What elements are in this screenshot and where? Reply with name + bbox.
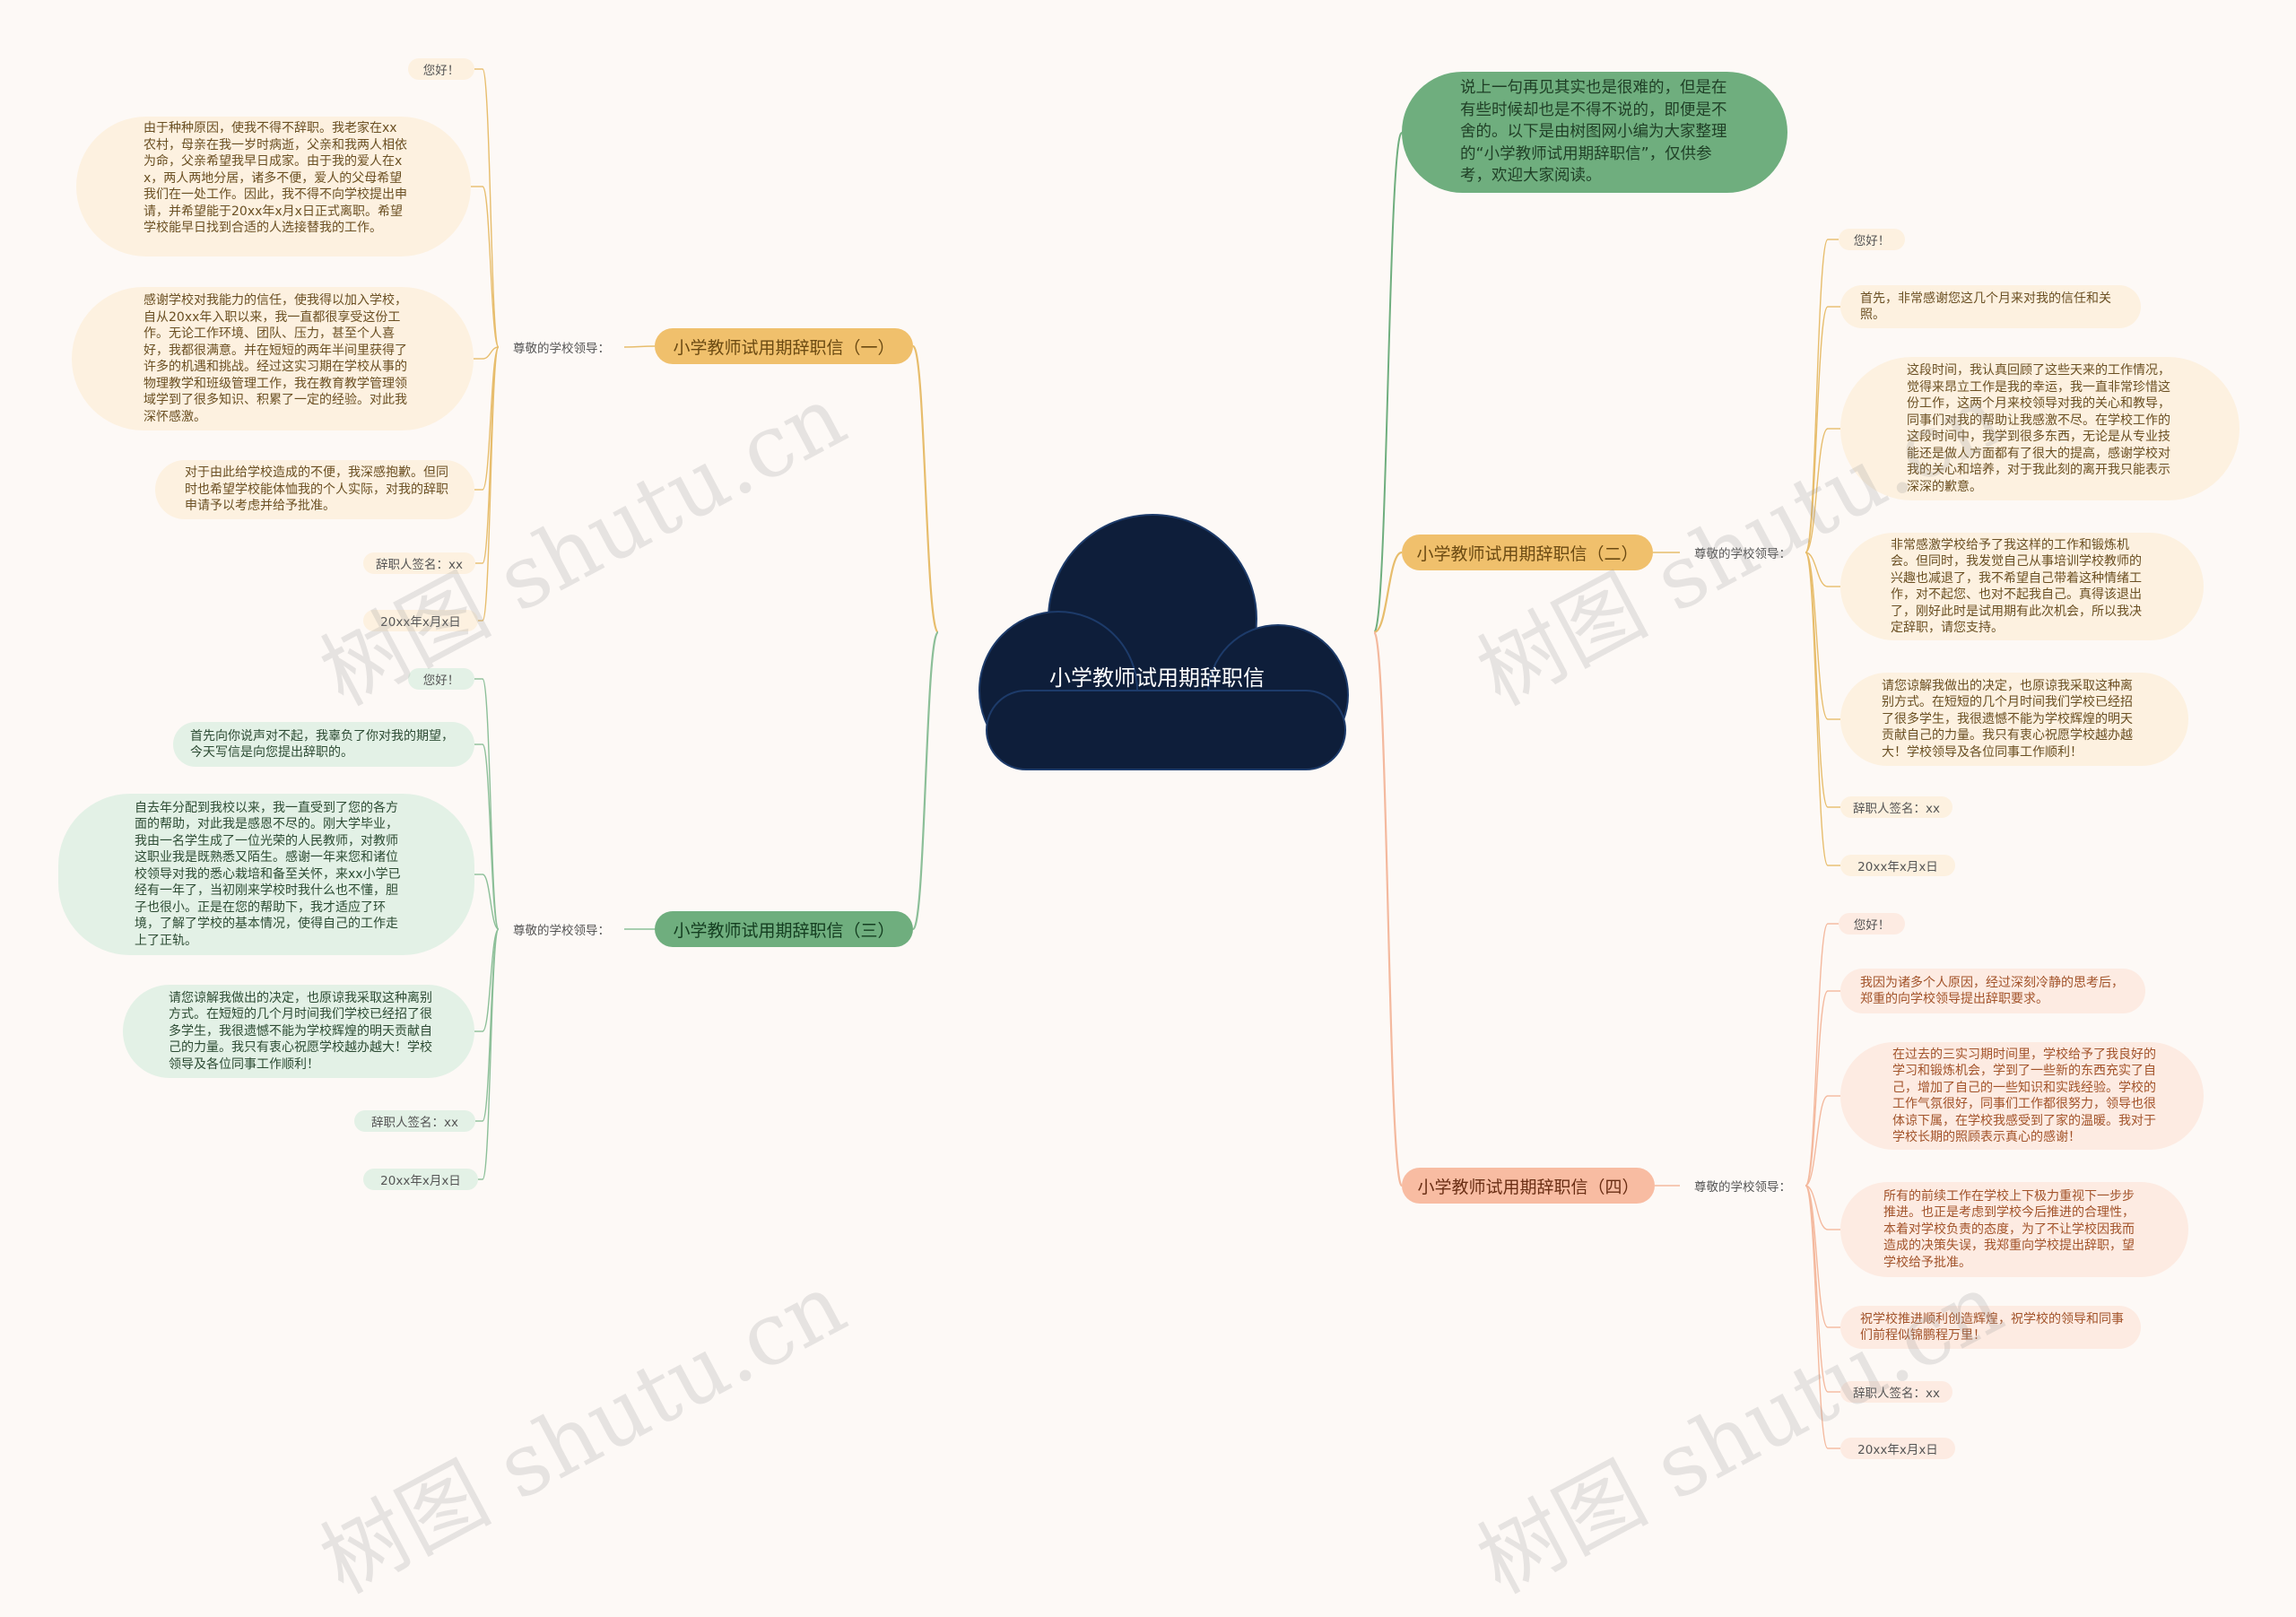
connector-line	[1373, 551, 1403, 634]
leaf-text: 首先，非常感谢您这几个月来对我的信任和关照。	[1860, 291, 2111, 323]
salutation-label[interactable]: 尊敬的学校领导：	[1694, 547, 1791, 561]
intro-text: 说上一句再见其实也是很难的，但是在有些时候却也是不得不说的，即便是不舍的。以下是…	[1460, 79, 1727, 185]
leaf-tag[interactable]: 20xx年x月x日	[1840, 855, 1955, 876]
leaf-bubble[interactable]	[1840, 673, 2188, 766]
connector-line	[1805, 552, 1829, 587]
connector-line	[1373, 132, 1403, 633]
salutation-label[interactable]: 尊敬的学校领导：	[513, 924, 610, 938]
leaf-tag[interactable]: 20xx年x月x日	[363, 1169, 478, 1190]
connector-line	[1372, 630, 1404, 1187]
connector-line	[1805, 428, 1829, 553]
connector-line	[623, 345, 656, 348]
salutation-label[interactable]: 尊敬的学校领导：	[1694, 1180, 1791, 1195]
connector-line	[482, 874, 500, 930]
central-cloud-shape	[978, 514, 1349, 770]
mind-map-canvas: 小学教师试用期辞职信 说上一句再见其实也是很难的，但是在有些时候却也是不得不说的…	[58, 58, 2239, 1613]
leaf-tag[interactable]: 您好！	[1839, 913, 1905, 935]
leaf-tag[interactable]: 辞职人签名：xx	[1840, 1381, 1952, 1403]
intro-bubble[interactable]	[1402, 72, 1787, 193]
leaf-tag[interactable]: 20xx年x月x日	[363, 610, 478, 631]
leaf-text: 在过去的三实习期时间里，学校给予了我良好的学习和锻炼机会，学到了一些新的东西充实…	[1892, 1047, 2156, 1145]
leaf-tag[interactable]: 辞职人签名：xx	[354, 1110, 475, 1132]
connector-line	[1805, 1185, 1829, 1393]
leaf-bubble[interactable]	[1840, 533, 2204, 640]
connector-line	[1805, 552, 1829, 866]
leaf-bubble[interactable]	[72, 287, 474, 430]
connector-line	[1805, 552, 1829, 720]
connector-line	[482, 346, 500, 564]
connector-line	[1805, 923, 1829, 1187]
leaf-text: 非常感激学校给予了我这样的工作和锻炼机会。但同时，我发觉自己从事培训学校教师的兴…	[1891, 537, 2142, 636]
leaf-bubble[interactable]	[1840, 1182, 2188, 1277]
connector-line	[1805, 552, 1829, 808]
leaf-text: 自去年分配到我校以来，我一直受到了您的各方面的帮助，对此我是感恩不尽的。刚大学毕…	[135, 800, 401, 948]
leaf-text: 这段时间，我认真回顾了这些天来的工作情况，觉得来昂立工作是我的幸运，我一直非常珍…	[1907, 363, 2170, 494]
leaf-tag[interactable]: 辞职人签名：xx	[363, 552, 475, 574]
connector-line	[1805, 1185, 1829, 1230]
connector-line	[482, 678, 500, 930]
leaf-bubble[interactable]	[155, 460, 474, 519]
leaf-bubble[interactable]	[58, 794, 474, 955]
branch-title-3[interactable]: 小学教师试用期辞职信（三）	[655, 911, 913, 947]
leaf-bubble[interactable]	[1840, 1306, 2141, 1349]
branch-title-4[interactable]: 小学教师试用期辞职信（四）	[1402, 1168, 1655, 1204]
leaf-tag[interactable]: 20xx年x月x日	[1840, 1438, 1955, 1459]
leaf-bubble[interactable]	[1840, 969, 2145, 1013]
connector-line	[482, 186, 500, 348]
branch-title-2[interactable]: 小学教师试用期辞职信（二）	[1402, 535, 1653, 570]
leaf-text: 由于种种原因，使我不得不辞职。我老家在xx农村，母亲在我一岁时病逝，父亲和我两人…	[144, 121, 407, 235]
leaf-bubble[interactable]	[1840, 285, 2141, 328]
leaf-text: 我因为诸多个人原因，经过深刻冷静的思考后，郑重的向学校领导提出辞职要求。	[1860, 975, 2124, 1007]
connector-line	[482, 346, 500, 360]
connector-line	[482, 743, 500, 930]
connector-line	[482, 928, 500, 1032]
connector-line	[1805, 239, 1829, 553]
leaf-text: 请您谅解我做出的决定，也原谅我采取这种离别方式。在短短的几个月时间我们学校已经招…	[169, 990, 432, 1072]
connector-line	[482, 346, 500, 622]
salutation-label[interactable]: 尊敬的学校领导：	[513, 342, 610, 356]
branch-title-1[interactable]: 小学教师试用期辞职信（一）	[655, 328, 913, 364]
connector-lines	[471, 68, 1840, 1449]
leaf-tag[interactable]: 您好！	[1839, 229, 1905, 250]
central-topic[interactable]: 小学教师试用期辞职信	[1049, 665, 1265, 691]
leaf-text: 祝学校推进顺利创造辉煌，祝学校的领导和同事们前程似锦鹏程万里！	[1860, 1311, 2124, 1343]
leaf-bubble[interactable]	[1840, 1042, 2204, 1150]
leaf-text: 所有的前续工作在学校上下极力重视下一步步推进。也正是考虑到学校今后推进的合理性，…	[1883, 1188, 2135, 1270]
leaf-bubble[interactable]	[173, 722, 474, 767]
connector-line	[1805, 1185, 1829, 1449]
connector-line	[1805, 990, 1829, 1187]
connector-line	[911, 344, 940, 634]
connector-line	[911, 630, 940, 931]
leaf-bubble[interactable]	[76, 117, 471, 256]
connector-line	[482, 68, 500, 348]
leaf-tag[interactable]: 辞职人签名：xx	[1840, 796, 1952, 818]
leaf-text: 对于由此给学校造成的不便，我深感抱歉。但同时也希望学校能体恤我的个人实际，对我的…	[185, 465, 448, 514]
leaf-text: 感谢学校对我能力的信任，使我得以加入学校，自从20xx年入职以来，我一直都很享受…	[144, 293, 407, 424]
leaf-text: 首先向你说声对不起，我辜负了你对我的期望，今天写信是向您提出辞职的。	[190, 728, 454, 761]
connector-line	[1805, 1095, 1829, 1187]
leaf-bubble[interactable]	[123, 985, 474, 1078]
connector-line	[1805, 306, 1829, 553]
leaf-tag[interactable]: 您好！	[408, 58, 474, 80]
leaf-text: 请您谅解我做出的决定，也原谅我采取这种离别方式。在短短的几个月时间我们学校已经招…	[1882, 678, 2133, 760]
connector-line	[482, 928, 500, 1180]
leaf-tag[interactable]: 您好！	[408, 668, 474, 690]
leaf-bubble[interactable]	[1840, 357, 2239, 500]
